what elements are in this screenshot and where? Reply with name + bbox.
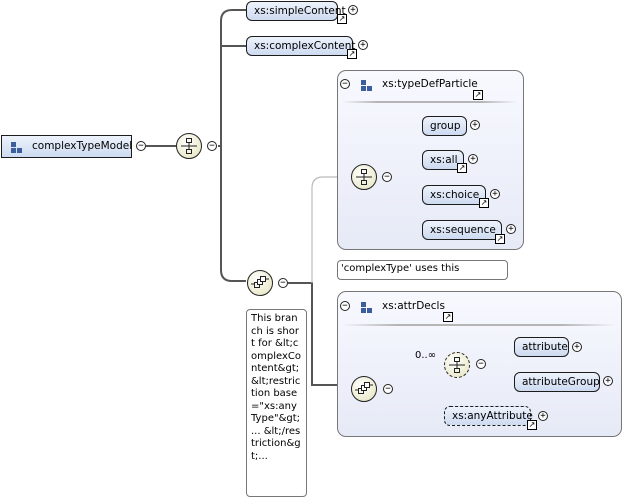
- complex-content-element[interactable]: xs:complexContent: [246, 36, 356, 56]
- group-icon: [361, 302, 366, 307]
- attribute-group-element[interactable]: attributeGroup: [514, 372, 600, 392]
- complex-content-expand-toggle[interactable]: +: [358, 40, 368, 50]
- group-icon: [361, 80, 366, 85]
- group-expand-toggle[interactable]: +: [470, 120, 480, 130]
- sequence-collapse-toggle[interactable]: −: [476, 359, 486, 369]
- usage-annotation: 'complexType' uses this: [337, 260, 508, 280]
- header-divider: [342, 324, 616, 326]
- reference-link-icon[interactable]: ↗: [457, 163, 467, 173]
- reference-link-icon[interactable]: ↗: [495, 234, 505, 244]
- compositor-collapse-toggle[interactable]: −: [207, 141, 217, 151]
- attribute-label: attribute: [522, 341, 568, 353]
- type-def-particle-title: xs:typeDefParticle: [382, 78, 478, 90]
- choice-label: xs:choice: [430, 189, 480, 201]
- complex-content-label: xs:complexContent: [254, 40, 356, 52]
- attr-decls-collapse-toggle[interactable]: −: [340, 301, 350, 311]
- group-icon-part: [367, 308, 372, 313]
- choice-collapse-toggle[interactable]: −: [278, 278, 288, 288]
- sequence-compositor-icon[interactable]: [444, 352, 470, 378]
- attribute-group-expand-toggle[interactable]: +: [603, 376, 613, 386]
- reference-link-icon[interactable]: ↗: [347, 49, 357, 59]
- attribute-element[interactable]: attribute: [514, 337, 569, 357]
- usage-annotation-text: 'complexType' uses this: [341, 263, 460, 274]
- attribute-expand-toggle[interactable]: +: [572, 342, 582, 352]
- group-icon-part: [361, 86, 366, 91]
- element-icon-part: [11, 148, 16, 153]
- choice-expand-toggle[interactable]: +: [490, 189, 500, 199]
- attr-decls-title: xs:attrDecls: [382, 300, 445, 312]
- type-def-particle-collapse-toggle[interactable]: −: [340, 79, 350, 89]
- any-attribute-element[interactable]: xs:anyAttribute: [444, 406, 533, 426]
- reference-link-icon[interactable]: ↗: [443, 312, 453, 322]
- group-icon-part: [361, 308, 366, 313]
- group-element[interactable]: group: [422, 116, 467, 136]
- all-label: xs:all: [430, 154, 458, 166]
- element-icon-part: [17, 148, 22, 153]
- root-label: complexTypeModel: [32, 140, 133, 152]
- choice-compositor-icon[interactable]: [247, 270, 273, 296]
- reference-link-icon[interactable]: ↗: [473, 90, 483, 100]
- sequence-compositor-icon[interactable]: [176, 133, 202, 159]
- attribute-group-label: attributeGroup: [522, 376, 600, 388]
- any-attribute-label: xs:anyAttribute: [452, 410, 533, 422]
- simple-content-expand-toggle[interactable]: +: [348, 5, 358, 15]
- sequence-label: xs:sequence: [430, 224, 496, 236]
- root-element-complex-type-model[interactable]: complexTypeModel: [1, 135, 132, 158]
- attr-decls-header[interactable]: xs:attrDecls: [358, 299, 445, 313]
- sequence-compositor-icon[interactable]: [351, 164, 377, 190]
- reference-link-icon[interactable]: ↗: [479, 198, 489, 208]
- group-label: group: [430, 120, 461, 132]
- type-def-particle-header[interactable]: xs:typeDefParticle: [358, 77, 478, 91]
- shortcut-annotation-text: This branch is short for &lt;complexCont…: [251, 313, 301, 462]
- choice-element[interactable]: xs:choice: [422, 185, 486, 205]
- simple-content-element[interactable]: xs:simpleContent: [246, 1, 346, 21]
- choice-compositor-icon[interactable]: [351, 376, 377, 402]
- element-icon: [11, 142, 16, 147]
- simple-content-label: xs:simpleContent: [254, 5, 346, 17]
- cardinality-label: 0..∞: [415, 350, 437, 361]
- choice-collapse-toggle[interactable]: −: [383, 384, 393, 394]
- reference-link-icon[interactable]: ↗: [527, 420, 537, 430]
- group-icon-part: [367, 86, 372, 91]
- all-element[interactable]: xs:all: [422, 150, 464, 170]
- sequence-collapse-toggle[interactable]: −: [382, 172, 392, 182]
- reference-link-icon[interactable]: ↗: [337, 14, 347, 24]
- root-collapse-toggle[interactable]: −: [136, 141, 146, 151]
- sequence-element[interactable]: xs:sequence: [422, 220, 502, 240]
- sequence-expand-toggle[interactable]: +: [506, 224, 516, 234]
- any-attribute-expand-toggle[interactable]: +: [538, 411, 548, 421]
- all-expand-toggle[interactable]: +: [468, 154, 478, 164]
- shortcut-annotation: This branch is short for &lt;complexCont…: [246, 309, 307, 497]
- header-divider: [342, 101, 517, 103]
